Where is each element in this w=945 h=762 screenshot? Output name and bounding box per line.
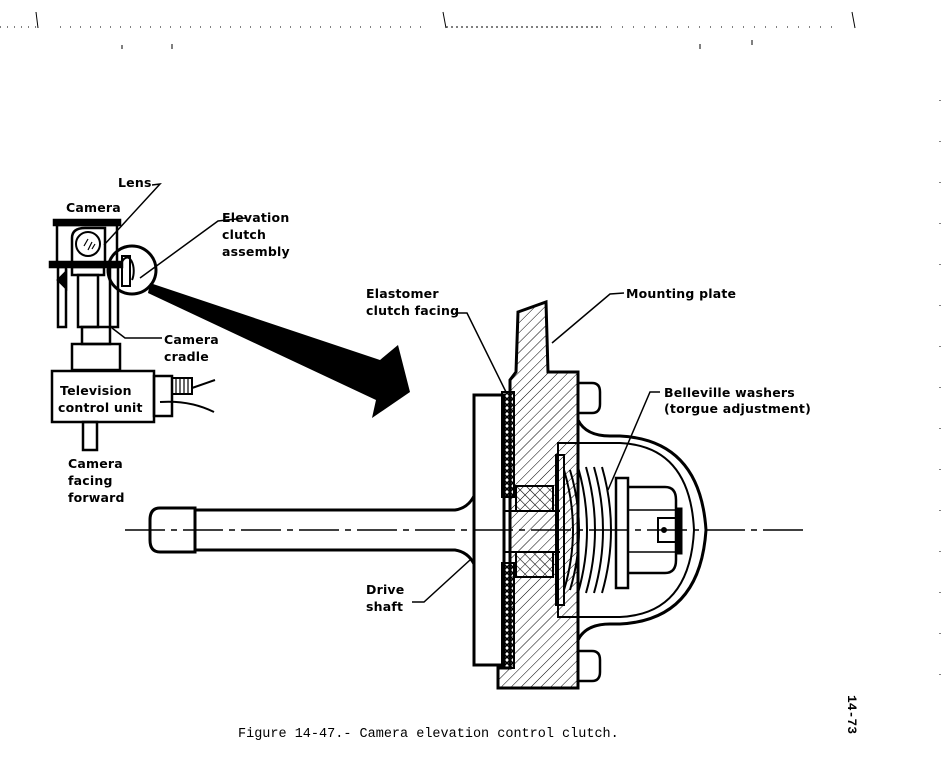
label-belleville-1: Belleville washers — [664, 385, 795, 400]
label-belleville-2: (torgue adjustment) — [664, 401, 811, 416]
label-elevation-clutch-3: assembly — [222, 244, 290, 259]
label-camera-cradle-2: cradle — [164, 349, 209, 364]
label-elastomer-2: clutch facing — [366, 303, 459, 318]
label-camera-facing-2: facing — [68, 473, 113, 488]
scan-artifacts — [0, 11, 941, 690]
camera-overview — [48, 218, 216, 452]
label-lens: Lens — [118, 175, 152, 190]
label-tv-control-1: Television — [60, 383, 132, 398]
clutch-cross-section — [125, 299, 805, 690]
label-camera-cradle-1: Camera — [164, 332, 219, 347]
label-camera-facing-3: forward — [68, 490, 125, 505]
detail-leaders — [412, 292, 660, 603]
label-elevation-clutch-1: Elevation — [222, 210, 289, 225]
overview-leaders — [103, 183, 247, 339]
label-elastomer-1: Elastomer — [366, 286, 439, 301]
label-mounting-plate: Mounting plate — [626, 286, 736, 301]
detail-arrow — [148, 283, 410, 418]
label-drive-shaft-2: shaft — [366, 599, 403, 614]
label-tv-control-2: control unit — [58, 400, 143, 415]
label-elevation-clutch-2: clutch — [222, 227, 266, 242]
label-camera: Camera — [66, 200, 121, 215]
page-number: 14-73 — [844, 695, 859, 734]
label-camera-facing-1: Camera — [68, 456, 123, 471]
label-drive-shaft-1: Drive — [366, 582, 404, 597]
figure-caption: Figure 14-47.- Camera elevation control … — [238, 727, 619, 742]
